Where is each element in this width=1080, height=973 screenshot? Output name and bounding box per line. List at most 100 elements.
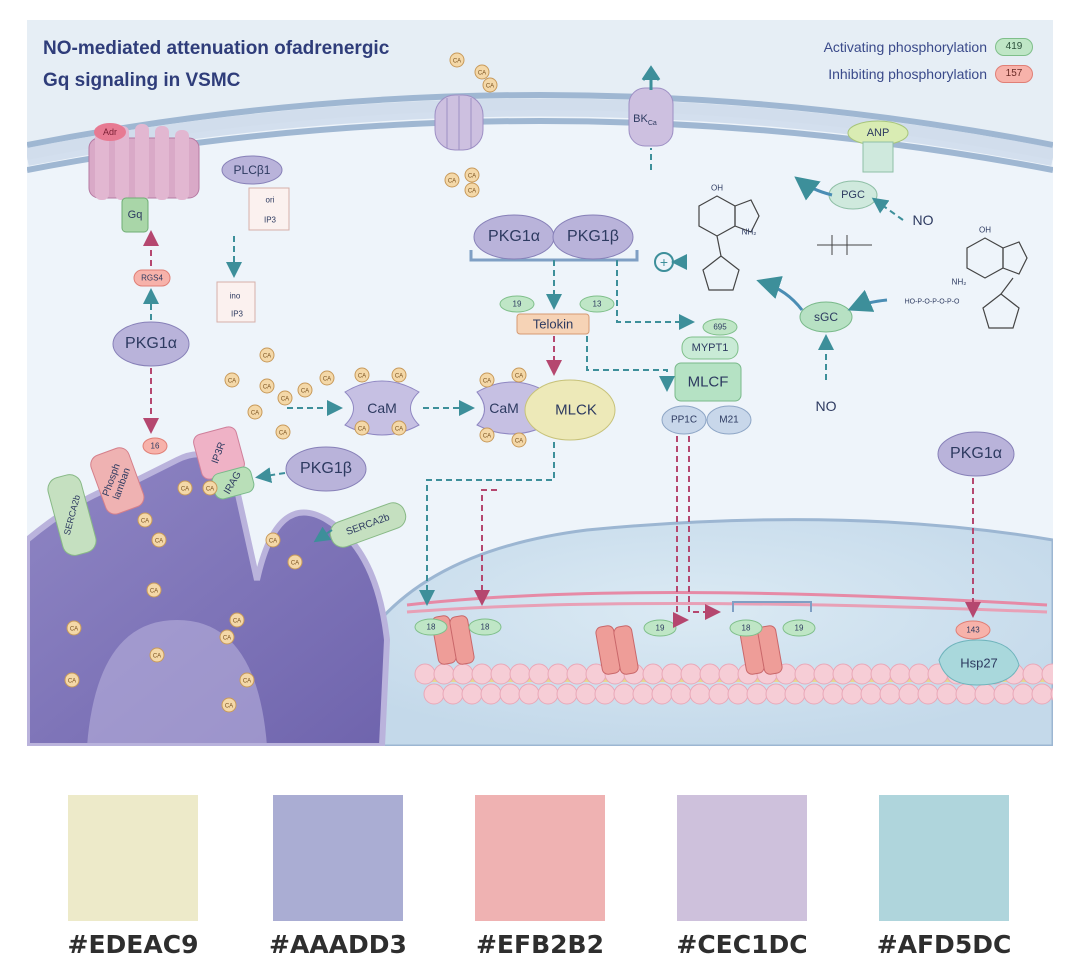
actin-bead (708, 683, 730, 705)
calcium-ion-label: CA (448, 179, 456, 185)
label-pkg1a-right: PKG1α (950, 445, 1002, 462)
calcium-ion-label: CA (153, 654, 161, 660)
calcium-ion: CA (66, 620, 82, 636)
actin-bead (1012, 683, 1034, 705)
cgmp-structure (698, 195, 760, 291)
label-pkg1b-left: PKG1β (300, 460, 352, 477)
actin-bead (632, 683, 654, 705)
ip3-box (216, 281, 256, 323)
calcium-ions: CA CA CA CA CA CA CA CA CA CA CA CA CA CA CA CA CA CA CA CA… (64, 52, 527, 713)
actin-bead (594, 683, 616, 705)
label-rgs4: RGS4 (141, 273, 163, 283)
calcium-ion-label: CA (233, 619, 241, 625)
actin-bead (832, 663, 854, 685)
plcb1-shape (221, 155, 283, 185)
actin-bead (670, 683, 692, 705)
plasma-membrane-outer (27, 92, 1053, 148)
actin-bead (1050, 687, 1053, 701)
actin-bead (851, 663, 873, 685)
calcium-ion-label: CA (206, 487, 214, 493)
swatch-2-label: #AAADD3 (269, 930, 407, 959)
actin-bead (661, 663, 683, 685)
actin-bead (642, 663, 664, 685)
arrow-mlck-myosin-red (474, 489, 497, 606)
calcium-ion: CA (219, 629, 235, 645)
calcium-ion: CA (479, 427, 495, 443)
label-no-top: NO (912, 212, 934, 228)
legend-inhibiting-pill: 157 (995, 65, 1033, 83)
calcium-ion: CA (221, 697, 237, 713)
actin-bead (528, 663, 550, 685)
calcium-ion-label: CA (243, 679, 251, 685)
calcium-ion-label: CA (486, 84, 494, 90)
pip2-box (248, 187, 290, 231)
actin-bead (518, 683, 540, 705)
calcium-ion-label: CA (468, 189, 476, 195)
actin-bead (490, 663, 512, 685)
calcium-ion: CA (239, 672, 255, 688)
calcium-ion-label: CA (263, 354, 271, 360)
site-hsp27: 143 (966, 625, 980, 635)
actin-bead (822, 683, 844, 705)
actin-bead (566, 663, 588, 685)
label-sgc: sGC (814, 310, 838, 324)
calcium-ion-label: CA (181, 487, 189, 493)
calcium-ion-label: CA (483, 434, 491, 440)
chem-gtp-nh2: NH₂ (951, 277, 967, 287)
phospholamban-box (90, 447, 145, 515)
calcium-ion: CA (482, 77, 498, 93)
label-anp: ANP (866, 127, 890, 139)
actin-bead (879, 683, 901, 705)
swatch-5-label: #AFD5DC (876, 930, 1012, 959)
actin-bead (537, 683, 559, 705)
label-gq: Gq (127, 209, 143, 221)
myosin-heads (431, 615, 783, 675)
calcium-ion: CA (391, 420, 407, 436)
calcium-ion-label: CA (223, 636, 231, 642)
calcium-ion: CA (146, 582, 162, 598)
swatch-3 (475, 795, 605, 921)
site-telokin-left: 19 (512, 299, 522, 309)
calcium-ion-label: CA (291, 561, 299, 567)
calcium-ion: CA (297, 382, 313, 398)
label-mlcf: MLCF (687, 373, 729, 391)
calcium-ion-label: CA (483, 379, 491, 385)
figure-title-line2: Gq signaling in VSMC (43, 70, 241, 91)
calcium-ion: CA (229, 612, 245, 628)
calcium-ion: CA (247, 404, 263, 420)
calcium-ion-label: CA (395, 427, 403, 433)
actin-bead (727, 683, 749, 705)
actin-bead (784, 683, 806, 705)
arrow-mlcp-myosin-b (688, 436, 721, 620)
calcium-ion: CA (464, 167, 480, 183)
legend-inhibiting-label: Inhibiting phosphorylation (828, 66, 987, 82)
anp-receptor (862, 141, 894, 173)
actin-bead (547, 663, 569, 685)
calcium-ion: CA (64, 672, 80, 688)
gtp-structure (966, 237, 1028, 329)
label-cam2: CaM (489, 400, 519, 416)
actin-bead (689, 683, 711, 705)
arrow-mlcp-myosin-a (673, 436, 689, 628)
sgc-shape (799, 301, 853, 333)
site-mypt1: 695 (713, 322, 727, 332)
calcium-ion-label: CA (225, 704, 233, 710)
pkg1b-top-shape (552, 214, 634, 260)
actin-bead (461, 683, 483, 705)
actin-bead (452, 663, 474, 685)
actin-bead (680, 663, 702, 685)
legend-inhibiting: Inhibiting phosphorylation 157 (828, 65, 1033, 83)
label-mypt1: MYPT1 (691, 342, 729, 354)
calcium-ion-label: CA (395, 374, 403, 380)
ppi-structure (817, 235, 872, 255)
calcium-ion: CA (224, 372, 240, 388)
calcium-ion-label: CA (515, 439, 523, 445)
swatch-1-label: #EDEAC9 (67, 930, 199, 959)
chem-cgmp-nh2: NH₂ (741, 227, 757, 237)
arrow-sgc-cgmp (756, 276, 804, 311)
figure-title-line1: NO-mediated attenuation ofadrenergic (43, 38, 390, 59)
label-adr: Adr (102, 127, 118, 137)
actin-filament-top-b (406, 602, 1048, 614)
legend-activating-label: Activating phosphorylation (823, 39, 987, 55)
swatch-1 (68, 795, 198, 921)
